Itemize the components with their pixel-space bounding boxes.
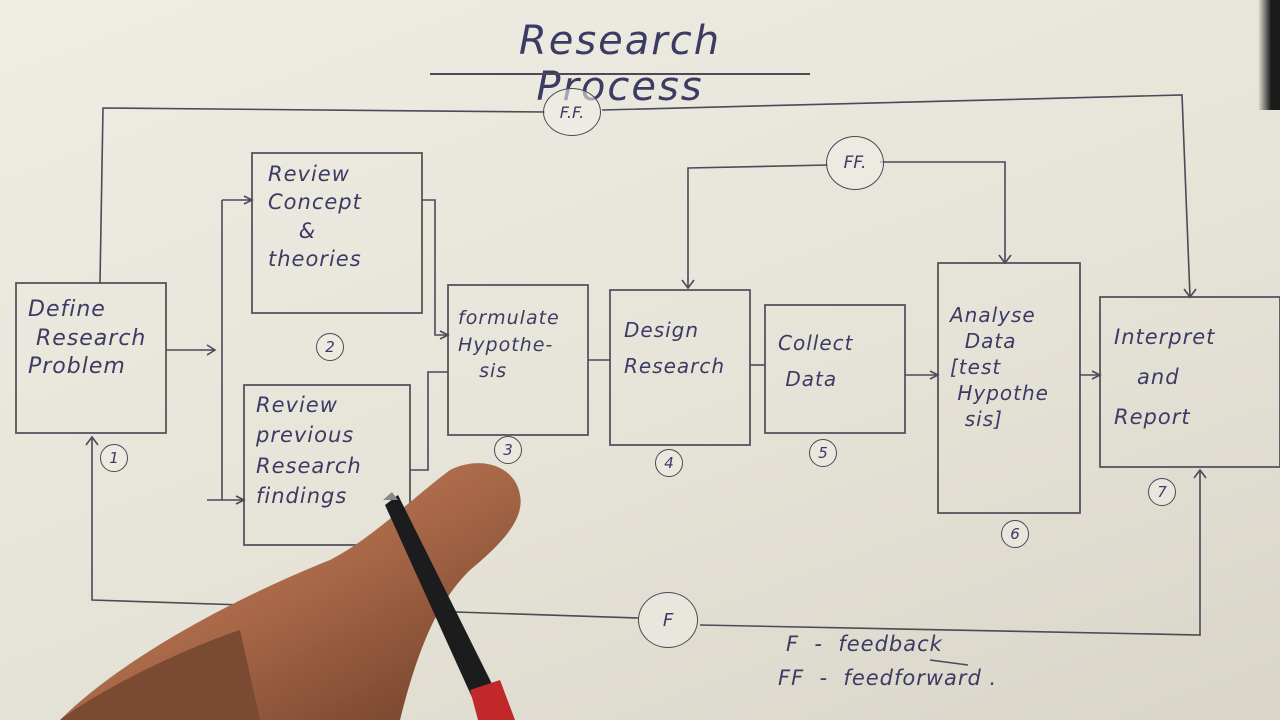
merge-bottom bbox=[410, 371, 448, 471]
loop-label-ff-inner: FF. bbox=[826, 136, 884, 190]
loop-label-ff-top: F.F. bbox=[543, 88, 601, 136]
node-label-interpret-report: Interpret and Report bbox=[1114, 325, 1216, 429]
ff-loop-inner-right bbox=[880, 161, 1006, 263]
node-label-review-findings: Review previous Research findings bbox=[256, 393, 362, 509]
legend-feedforward: FF - feedforward . bbox=[778, 666, 998, 690]
title-underline bbox=[430, 73, 810, 75]
merge-top bbox=[422, 199, 448, 336]
box-design-research bbox=[609, 289, 751, 446]
box-review-concepts bbox=[251, 152, 423, 314]
loop-label-f-bottom: F bbox=[638, 592, 698, 648]
ff-loop-top-right bbox=[601, 94, 1191, 298]
step-number-2: 2 bbox=[316, 333, 344, 361]
node-label-analyse-data: Analyse Data [test Hypothe sis] bbox=[950, 303, 1049, 431]
node-label-review-concepts: Review Concept & theories bbox=[268, 162, 362, 272]
dark-edge bbox=[1258, 0, 1280, 110]
step-number-1: 1 bbox=[100, 444, 128, 472]
step-number-3: 3 bbox=[494, 436, 522, 464]
f-loop-right bbox=[699, 470, 1201, 636]
node-label-collect-data: Collect Data bbox=[778, 331, 854, 391]
legend-underline bbox=[929, 659, 969, 666]
step-number-6: 6 bbox=[1001, 520, 1029, 548]
step-number-5: 5 bbox=[809, 439, 837, 467]
box-collect-data bbox=[764, 304, 906, 434]
ff-loop-inner-left bbox=[687, 164, 829, 288]
box-define-problem bbox=[15, 282, 167, 434]
node-label-design-research: Design Research bbox=[624, 318, 726, 378]
node-label-define-problem: Define Research Problem bbox=[28, 297, 147, 380]
ff-loop-top-left bbox=[99, 107, 546, 284]
legend-feedback: F - feedback bbox=[786, 632, 943, 656]
step-number-4: 4 bbox=[655, 449, 683, 477]
box-analyse-data bbox=[937, 262, 1081, 514]
node-label-formulate-hypothesis: formulate Hypothe- sis bbox=[458, 307, 560, 383]
f-loop-left bbox=[91, 437, 639, 619]
step-number-7: 7 bbox=[1148, 478, 1176, 506]
